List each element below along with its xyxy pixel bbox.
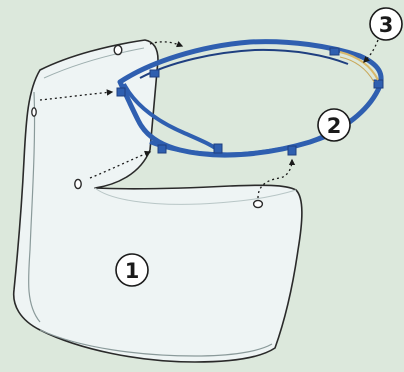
mounting-hole: [74, 178, 82, 190]
assembly-arrow: [89, 150, 152, 179]
frame-inner-loop: [139, 48, 349, 79]
frame-clip: [149, 69, 160, 78]
frame-clip: [116, 87, 126, 97]
frame-clip: [213, 143, 223, 154]
elastic-band-strap: [339, 51, 379, 81]
callout-circle: [369, 7, 403, 41]
visor-inner-edge: [27, 91, 41, 323]
visor-shield-body: [12, 39, 303, 363]
visor-shield: [12, 39, 303, 363]
callout-circle: [115, 253, 149, 287]
assembly-arrow: [39, 89, 114, 101]
mounting-holes: [31, 44, 264, 209]
frame-clip: [157, 144, 167, 154]
visor-top-lip: [43, 47, 145, 79]
frame-clip: [287, 145, 297, 156]
callout-visor: 1: [115, 253, 149, 287]
visor-lower-lip: [39, 329, 273, 357]
assembly-arrow: [149, 41, 184, 48]
frame-outer-loop: [117, 39, 384, 158]
elastic-band: [339, 51, 379, 83]
callout-frame: 2: [317, 108, 351, 142]
mounting-hole: [252, 199, 264, 209]
callout-number-visor: 1: [125, 259, 140, 283]
frame-clip: [329, 47, 340, 56]
callout-circle: [317, 108, 351, 142]
headband-frame: [116, 39, 384, 158]
assembly-arrows: [39, 39, 379, 199]
frame-clip: [373, 79, 384, 89]
frame-front-arch: [122, 83, 222, 154]
callout-number-frame: 2: [327, 114, 342, 138]
mounting-hole: [31, 107, 37, 117]
elastic-band-strap-edge: [339, 56, 375, 83]
visor-fold-line: [94, 187, 297, 205]
callout-band: 3: [369, 7, 403, 41]
frame-bottom-rail: [149, 132, 333, 157]
callout-number-band: 3: [379, 13, 394, 37]
mounting-hole: [113, 44, 123, 56]
